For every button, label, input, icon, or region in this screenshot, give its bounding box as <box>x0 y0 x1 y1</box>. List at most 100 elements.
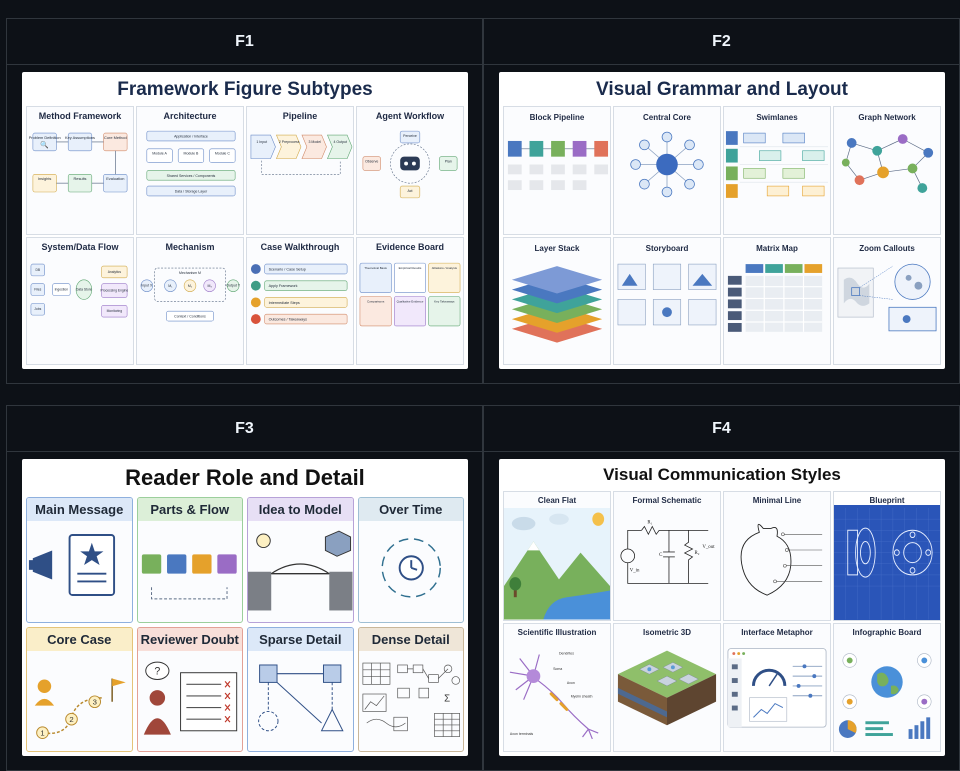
figure-title: Framework Figure Subtypes <box>117 79 373 100</box>
panel-architecture: Architecture Application / Interface Mod… <box>136 106 244 235</box>
reviewer-doubt-diagram: ? <box>143 661 237 735</box>
storyboard-diagram <box>617 263 717 325</box>
blueprint-drawing <box>834 508 940 620</box>
panel-label: Method Framework <box>38 111 122 121</box>
arch-layer-label: Data / Storage Layer <box>175 189 208 193</box>
panel-clean-flat: Clean Flat <box>503 491 611 621</box>
method-box-label: Core Method <box>104 135 127 140</box>
cell-header: F1 <box>7 19 482 65</box>
panel-swimlanes: Swimlanes <box>723 106 831 235</box>
pipeline-step-label: 3 Model <box>308 140 321 144</box>
infographic-board <box>838 652 932 739</box>
figure-image: Reader Role and Detail Main Message Part… <box>22 459 468 756</box>
sysflow-label: Data Store <box>76 287 92 291</box>
panel-isometric-3d: Isometric 3D <box>613 622 721 752</box>
cycle-clock-icon <box>380 538 441 598</box>
figure-image: Visual Communication Styles Clean Flat <box>499 459 945 756</box>
system-data-flow-diagram: DB Files Jobs Ingestion Data Store Analy… <box>30 263 128 317</box>
case-walkthrough-diagram: Scenario / Case Setup Apply Framework In… <box>250 263 348 324</box>
mechanism-label: Output Y <box>226 283 240 287</box>
parts-flow-diagram <box>141 554 237 600</box>
panel-infographic-board: Infographic Board <box>833 622 941 752</box>
milestone-number: 1 <box>40 728 44 737</box>
panel-block-pipeline: Block Pipeline <box>503 106 611 235</box>
schematic-label: C <box>659 553 662 558</box>
pipeline-step-label: 1 Input <box>256 140 267 144</box>
evidence-label: Theoretical Basis <box>364 266 387 270</box>
method-box-label: Results <box>73 176 86 181</box>
panel-matrix-map: Matrix Map <box>723 236 831 365</box>
panel-layer-stack: Layer Stack <box>503 236 611 365</box>
case-step-label: Outcomes / Takeaways <box>269 317 308 321</box>
panel-storyboard: Storyboard <box>613 236 721 365</box>
evidence-label: Empirical Results <box>399 266 422 270</box>
question-mark: ? <box>154 665 160 677</box>
case-step-label: Apply Framework <box>269 284 298 288</box>
panel-label: Dense Detail <box>358 627 463 651</box>
figure-grid: F1 Framework Figure Subtypes Method Fram… <box>6 18 960 771</box>
heart-line-drawing <box>740 523 823 596</box>
agent-step-label: Act <box>407 189 412 193</box>
panel-interface-metaphor: Interface Metaphor <box>723 622 831 752</box>
cell-header: F4 <box>484 406 959 452</box>
arch-module-label: Module B <box>184 152 200 156</box>
milestone-number: 3 <box>93 697 97 706</box>
pipeline-diagram: 1 Input 2 Preprocess 3 Model 4 Output <box>250 134 353 175</box>
block-pipeline-diagram <box>507 140 609 191</box>
agent-step-label: Plan <box>445 160 452 164</box>
cell-header: F3 <box>7 406 482 452</box>
mechanism-label: M₃ <box>207 284 212 288</box>
panel-label: Zoom Callouts <box>859 243 915 253</box>
path-milestones-diagram: 1 2 3 <box>34 678 126 739</box>
panel-label: Case Walkthrough <box>260 241 340 252</box>
panel-label: Sparse Detail <box>248 627 353 651</box>
layer-stack-diagram <box>511 265 603 343</box>
grid-cell-f4: F4 Visual Communication Styles Clean Fla… <box>483 405 960 771</box>
schematic-label: V_in <box>630 569 640 574</box>
panel-label: Minimal Line <box>752 496 802 505</box>
panel-label: Blueprint <box>834 492 940 505</box>
panel-label: Parts & Flow <box>137 498 242 521</box>
dashboard-mockup <box>727 647 827 728</box>
evidence-label: Comparisons <box>367 299 385 303</box>
central-core-diagram <box>630 131 704 198</box>
panel-minimal-line: Minimal Line <box>723 491 831 621</box>
panel-idea-to-model: Idea to Model <box>247 497 354 623</box>
method-box-label: Problem Definition <box>29 135 61 140</box>
panel-label: System/Data Flow <box>41 241 119 252</box>
panel-label: Idea to Model <box>248 498 353 521</box>
neuron-label: Dendrites <box>559 651 574 655</box>
mechanism-label: M₁ <box>168 284 173 288</box>
panel-label: Storyboard <box>645 243 689 253</box>
panel-zoom-callouts: Zoom Callouts <box>833 236 941 365</box>
sysflow-label: DB <box>35 267 40 271</box>
method-box-label: Evaluation <box>106 176 124 181</box>
panel-central-core: Central Core <box>613 106 721 235</box>
panel-graph-network: Graph Network <box>833 106 941 235</box>
panel-method-framework: Method Framework Problem Definition 🔍 Ke… <box>26 106 134 235</box>
panel-parts-flow: Parts & Flow <box>136 497 243 623</box>
panel-label: Mechanism <box>165 241 215 252</box>
mechanism-diagram: Mechanism M Input X M₁ M₂ M₃ Output Y <box>140 267 241 321</box>
neuron-label: Soma <box>553 667 562 671</box>
grid-cell-f3: F3 Reader Role and Detail Main Message P… <box>6 405 483 771</box>
panel-label: Agent Workflow <box>375 111 445 121</box>
sysflow-label: Ingestion <box>55 287 69 291</box>
mechanism-label: M₂ <box>188 284 193 288</box>
sigma-symbol: Σ <box>444 693 450 704</box>
architecture-diagram: Application / Interface Module A Module … <box>146 130 236 197</box>
zoom-callouts-diagram <box>837 263 937 331</box>
figure-title: Visual Communication Styles <box>603 465 841 484</box>
panel-label: Interface Metaphor <box>741 627 813 637</box>
graph-network-diagram <box>841 134 934 193</box>
panel-label: Architecture <box>163 111 217 121</box>
panel-formal-schematic: Formal Schematic R₁ C <box>613 491 721 621</box>
circuit-schematic: R₁ C R₂ V_in V_out <box>620 521 715 584</box>
sysflow-label: Monitoring <box>107 309 123 313</box>
megaphone-icon <box>28 534 116 596</box>
grid-cell-f2: F2 Visual Grammar and Layout Block Pipel… <box>483 18 960 384</box>
panel-label: Over Time <box>358 498 463 521</box>
neuron-label: Axon <box>567 680 575 684</box>
method-box-label: Insights <box>38 176 52 181</box>
grid-cell-f1: F1 Framework Figure Subtypes Method Fram… <box>6 18 483 384</box>
